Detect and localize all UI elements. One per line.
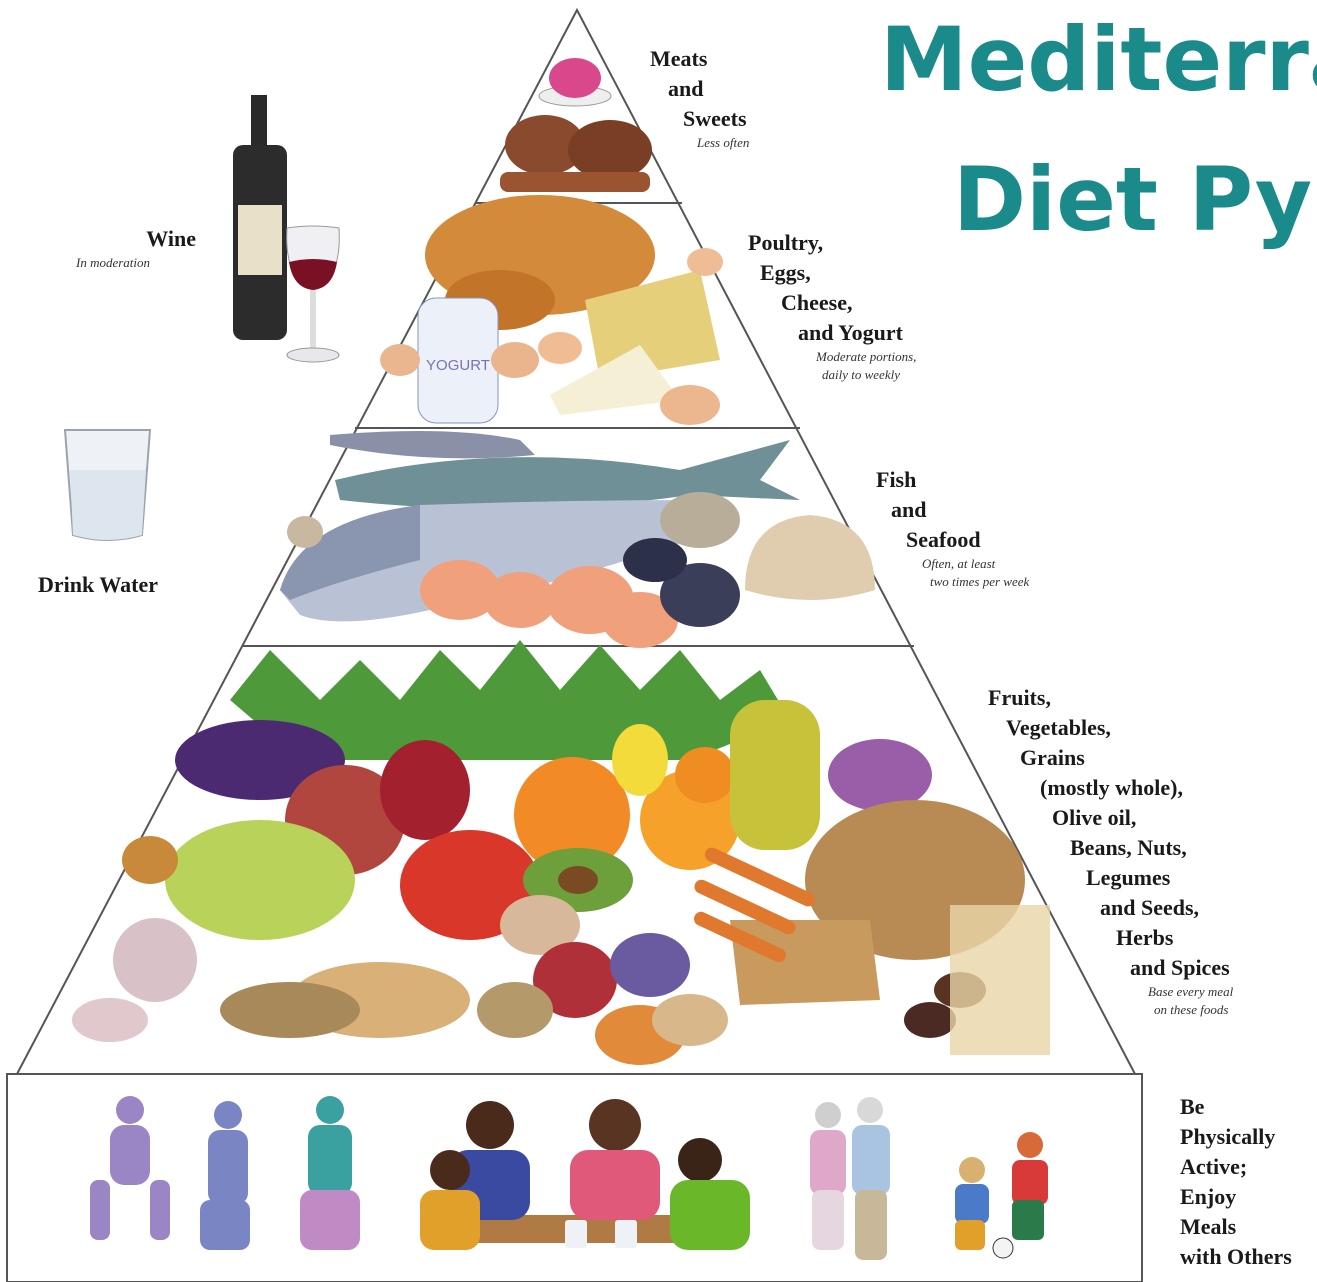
water-glass-illustration — [65, 430, 150, 540]
tier-line: Grains — [988, 743, 1233, 773]
tier-line: Olive oil, — [988, 803, 1233, 833]
tier-label-base: Fruits, Vegetables, Grains (mostly whole… — [988, 683, 1233, 1019]
tier-line: Seafood — [876, 525, 1029, 555]
tier-line: Beans, Nuts, — [988, 833, 1233, 863]
tier-line: with Others — [1180, 1242, 1292, 1272]
wine-note: In moderation — [76, 254, 196, 272]
tier-line: Physically — [1180, 1122, 1292, 1152]
tier-line: and Spices — [988, 953, 1233, 983]
tier-line: Legumes — [988, 863, 1233, 893]
tier-label-meats: Meats and Sweets Less often — [650, 44, 749, 152]
tier-line: and Yogurt — [748, 318, 916, 348]
tier-line: Be — [1180, 1092, 1292, 1122]
activity-people-illustration — [90, 1096, 1048, 1260]
tier-note: daily to weekly — [748, 366, 916, 384]
tier-line: and — [876, 495, 1029, 525]
tier-line: Enjoy — [1180, 1182, 1292, 1212]
tier-note: Less often — [650, 134, 749, 152]
tier-note: Base every meal — [988, 983, 1233, 1001]
tier-line: (mostly whole), — [988, 773, 1233, 803]
tier-line: Vegetables, — [988, 713, 1233, 743]
tier-note: Moderate portions, — [748, 348, 916, 366]
wine-label: Wine In moderation — [76, 224, 196, 272]
tier-label-activity: Be Physically Active; Enjoy Meals with O… — [1180, 1092, 1292, 1272]
tier-line: Meats — [650, 44, 749, 74]
svg-text:YOGURT: YOGURT — [426, 357, 490, 374]
tier-label-poultry: Poultry, Eggs, Cheese, and Yogurt Modera… — [748, 228, 916, 384]
fish-seafood-illustration — [280, 431, 875, 648]
tier-note: Often, at least — [876, 555, 1029, 573]
tier-note: on these foods — [988, 1001, 1233, 1019]
water-label: Drink Water — [38, 570, 158, 600]
tier-note: two times per week — [876, 573, 1029, 591]
plant-foods-illustration — [72, 640, 1050, 1065]
tier-line: Herbs — [988, 923, 1233, 953]
water-label-text: Drink Water — [38, 570, 158, 600]
wine-bottle-illustration — [233, 95, 339, 362]
tier-line: and — [650, 74, 749, 104]
wine-label-text: Wine — [76, 224, 196, 254]
tier-line: Sweets — [650, 104, 749, 134]
poultry-dairy-illustration: YOGURT — [380, 195, 723, 425]
meats-sweets-illustration — [500, 58, 652, 192]
tier-line: Active; — [1180, 1152, 1292, 1182]
tier-label-fish: Fish and Seafood Often, at least two tim… — [876, 465, 1029, 591]
tier-line: Poultry, — [748, 228, 916, 258]
tier-line: Eggs, — [748, 258, 916, 288]
tier-line: Fish — [876, 465, 1029, 495]
tier-line: Meals — [1180, 1212, 1292, 1242]
tier-line: Fruits, — [988, 683, 1233, 713]
tier-line: and Seeds, — [988, 893, 1233, 923]
tier-line: Cheese, — [748, 288, 916, 318]
